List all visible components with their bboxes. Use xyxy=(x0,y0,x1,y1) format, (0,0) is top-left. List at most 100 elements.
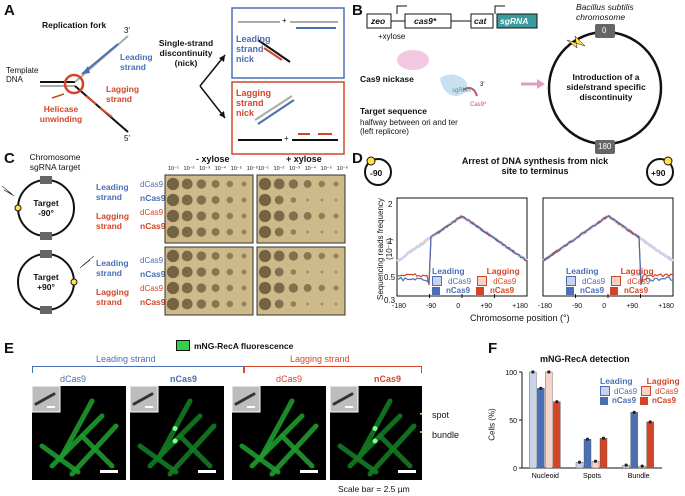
recA-focus xyxy=(373,426,378,431)
d-p90: +90 xyxy=(651,168,665,178)
colony-spot xyxy=(197,283,206,292)
f-data-point xyxy=(555,400,558,403)
f-bar xyxy=(631,412,638,468)
a-five-prime: 5' xyxy=(124,134,130,143)
d-legend-item: dCas9 xyxy=(627,277,650,286)
recA-focus xyxy=(173,426,178,431)
e-micrographs xyxy=(32,386,422,482)
inset-scale-bar xyxy=(145,406,153,408)
cas-small: Cas9* xyxy=(470,102,486,108)
dilution: 10⁻⁵ xyxy=(231,166,242,172)
colony-spot xyxy=(291,269,297,275)
colony-spot xyxy=(259,194,271,206)
colony-spot xyxy=(259,250,271,262)
colony-spot xyxy=(274,251,285,262)
colony-spot xyxy=(227,181,233,187)
colony-spot xyxy=(306,199,309,202)
colony-spot xyxy=(320,303,323,306)
legend-swatch xyxy=(600,386,610,396)
dilution: 10⁻³ xyxy=(199,166,210,172)
e-legend: mNG-RecA fluorescence xyxy=(176,340,293,351)
dilution-row-1: 10⁻¹10⁻²10⁻³10⁻⁴10⁻⁵10⁻⁶ xyxy=(168,166,258,172)
legend-swatch xyxy=(640,397,648,405)
d-xticks-left: -180-900+90+180 xyxy=(392,303,528,310)
f-title: mNG-RecA detection xyxy=(540,354,630,364)
colony-spot xyxy=(320,231,323,234)
d-ytick: 0.5 xyxy=(384,273,395,282)
colony-spot xyxy=(197,179,206,188)
colony-spot xyxy=(227,229,233,235)
f-legend-item: dCas9 xyxy=(655,387,678,396)
template-dna-label: Template DNA xyxy=(6,66,40,84)
c-ncas9-3: nCas9 xyxy=(140,269,166,279)
d-ylabel: Sequencing reads frequency (10⁻⁶) xyxy=(376,194,394,304)
legend-swatch xyxy=(432,287,440,295)
colony-spot xyxy=(289,251,298,260)
colony-spot xyxy=(241,197,246,202)
f-bar xyxy=(584,439,591,468)
f-legend-leading: Leading xyxy=(600,376,633,386)
e-leading-bracket xyxy=(32,366,244,373)
colony-spot xyxy=(197,251,206,260)
colony-spot xyxy=(227,253,233,259)
colony-spot xyxy=(241,301,246,306)
deg180: 180 xyxy=(598,142,611,151)
c-ncas9-2: nCas9 xyxy=(140,221,166,231)
target2-label: Target +90° xyxy=(26,272,66,292)
d-legend-left: LeadingLagging dCas9dCas9 nCas9nCas9 xyxy=(432,266,520,295)
e-lagging-label: Lagging strand xyxy=(290,354,350,364)
colony-spot xyxy=(275,228,284,237)
f-bar xyxy=(529,372,536,468)
colony-spot xyxy=(291,229,297,235)
deg0: 0 xyxy=(602,26,606,35)
colony-spot xyxy=(306,303,309,306)
colony-spot xyxy=(289,283,298,292)
minus-xylose-label: - xylose xyxy=(196,154,230,164)
colony-spot xyxy=(167,210,179,222)
f-data-point xyxy=(602,437,605,440)
bundle-label: bundle xyxy=(432,430,459,440)
d-legend-item: dCas9 xyxy=(493,277,516,286)
colony-spot xyxy=(289,179,298,188)
d-legend-item: nCas9 xyxy=(490,286,514,295)
colony-spot xyxy=(335,303,338,306)
f-category-label: Nucleoid xyxy=(532,473,559,480)
colony-spot xyxy=(241,253,246,258)
dilution: 10⁻¹ xyxy=(168,166,179,172)
cas9-gene: cas9* xyxy=(414,16,436,26)
c-title: Chromosome sgRNA target xyxy=(20,152,90,172)
d-legend-leading: Leading xyxy=(432,266,465,276)
d-ytick: 2 xyxy=(388,200,392,209)
colony-spot xyxy=(182,211,193,222)
legend-swatch xyxy=(611,276,621,286)
f-bar xyxy=(545,372,552,468)
d-xtick: 0 xyxy=(602,303,606,310)
c-dcas9-2: dCas9 xyxy=(140,208,163,217)
replication-fork-label: Replication fork xyxy=(42,20,106,30)
d-legend-leading: Leading xyxy=(566,266,599,276)
sgrna-gene: sgRNA xyxy=(500,16,528,26)
colony-spot xyxy=(182,283,193,294)
f-ytick-label: 0 xyxy=(513,466,517,473)
colony-spot xyxy=(259,298,271,310)
d-xtick: -90 xyxy=(572,303,582,310)
d-legend-item: nCas9 xyxy=(624,286,648,295)
d-legend-lagging: Lagging xyxy=(487,266,520,276)
f-data-point xyxy=(531,370,534,373)
d-legend-item: dCas9 xyxy=(448,277,471,286)
colony-spot xyxy=(182,267,193,278)
d-xtick: +90 xyxy=(480,303,492,310)
scale-label: Scale bar = 2.5 µm xyxy=(338,484,410,494)
f-data-point xyxy=(649,420,652,423)
e-dcas9-1: dCas9 xyxy=(60,374,86,384)
d-legend-lagging: Lagging xyxy=(621,266,654,276)
colony-spot xyxy=(182,251,193,262)
d-xlabel: Chromosome position (°) xyxy=(470,313,570,323)
colony-spot xyxy=(167,226,179,238)
colony-spot xyxy=(241,181,246,186)
f-data-point xyxy=(633,411,636,414)
d-mini-circles xyxy=(360,154,680,190)
f-data-point xyxy=(625,464,628,467)
leading-nick-label: Leading strand nick xyxy=(236,34,278,64)
lagging-nick-label: Lagging strand nick xyxy=(236,88,278,118)
